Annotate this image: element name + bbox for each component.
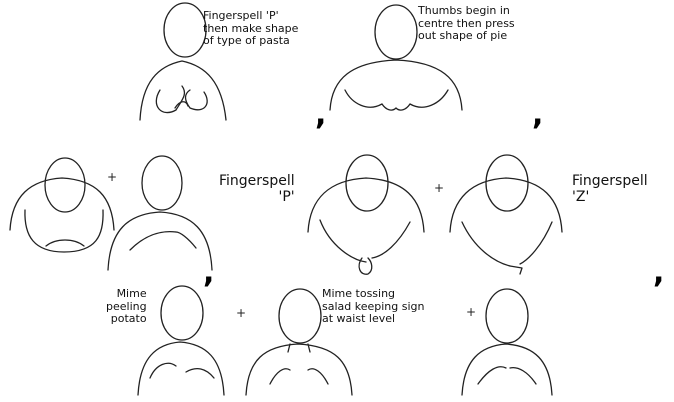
plus-1: + <box>107 170 117 184</box>
label-pasta: Fingerspell 'P' then make shape of type … <box>203 10 298 48</box>
figure-pizza-bowl <box>10 158 114 252</box>
figure-pizza-hands <box>108 156 212 270</box>
label-pie: Thumbs begin in centre then press out sh… <box>418 5 515 43</box>
comma-4: , <box>653 258 664 288</box>
plus-4: + <box>466 305 476 319</box>
comma-2: , <box>532 100 543 130</box>
figure-potato <box>138 286 224 395</box>
figure-fingerspell-z <box>450 155 562 274</box>
label-fingerspell-p: Fingerspell 'P' <box>219 173 295 205</box>
plus-3: + <box>236 306 246 320</box>
figure-fingerspell-p <box>308 155 424 274</box>
comma-1: , <box>315 100 326 130</box>
label-salad: Mime tossing salad keeping sign at waist… <box>322 288 425 326</box>
plus-2: + <box>434 181 444 195</box>
label-potato: Mime peeling potato <box>106 288 147 326</box>
label-fingerspell-z: Fingerspell 'Z' <box>572 173 648 205</box>
comma-3: , <box>203 258 214 288</box>
